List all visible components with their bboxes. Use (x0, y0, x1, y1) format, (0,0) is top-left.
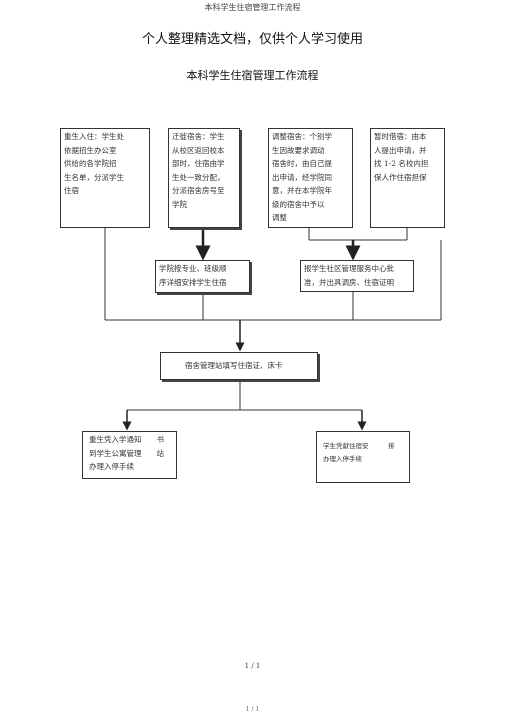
box-dorm-relocation: 迁徙宿舍：学生 从校区返回校本 部时，住宿由学 生处一致分配， 分派宿舍房号至 … (168, 128, 240, 228)
box-college-arrangement-text: 学院按专业、班级顺 序详细安排学生住宿 (159, 264, 227, 287)
flowchart-title: 本科学生住宿管理工作流程 (186, 69, 319, 82)
box-dorm-adjustment-text: 调整宿舍：个别学 生因故要求调动 宿舍时，由自己提 出申请，经学院同 意，并在本… (272, 132, 332, 222)
box-new-student-checkin-text: 重生入住：学生处 依据招生办公室 供给的各学院招 生名单，分派学生 住宿 (64, 132, 124, 195)
box-new-student-admission: 重生凭入学通知 书 到学生公寓管理 站 办理入停手续 (82, 431, 177, 479)
box-new-student-admission-text: 重生凭入学通知 书 到学生公寓管理 站 办理入停手续 (89, 435, 164, 471)
box-dorm-adjustment: 调整宿舍：个别学 生因故要求调动 宿舍时，由自己提 出申请，经学院同 意，并在本… (268, 128, 353, 228)
box-community-approval: 报学生社区管理服务中心批 准，并出具调房、住宿证明 (300, 260, 414, 292)
page-number: 1 / 1 (244, 662, 261, 670)
box-dorm-station-certificate-text: 宿舍管理站填写住宿证、床卡 (185, 361, 283, 370)
box-temporary-lodging: 暂时借宿：由本 人提出申请，并 找 1-2 名校内担 保人作住宿担保 (370, 128, 445, 228)
box-college-arrangement: 学院按专业、班级顺 序详细安排学生住宿 (155, 260, 250, 293)
box-community-approval-text: 报学生社区管理服务中心批 准，并出具调房、住宿证明 (304, 264, 394, 287)
box-new-student-checkin: 重生入住：学生处 依据招生办公室 供给的各学院招 生名单，分派学生 住宿 (60, 128, 150, 228)
page-header: 本科学生住宿管理工作流程 (204, 3, 301, 12)
box-student-arrangement-text: 学生凭献住宿安 排 办理入停手续 (323, 442, 395, 463)
box-student-arrangement: 学生凭献住宿安 排 办理入停手续 (316, 431, 410, 483)
box-dorm-relocation-text: 迁徙宿舍：学生 从校区返回校本 部时，住宿由学 生处一致分配， 分派宿舍房号至 … (172, 132, 225, 209)
page-footer: 1 / 1 (245, 706, 260, 713)
box-temporary-lodging-text: 暂时借宿：由本 人提出申请，并 找 1-2 名校内担 保人作住宿担保 (374, 132, 429, 182)
box-dorm-station-certificate: 宿舍管理站填写住宿证、床卡 (160, 352, 318, 380)
document-title: 个人整理精选文档，仅供个人学习使用 (141, 32, 363, 47)
